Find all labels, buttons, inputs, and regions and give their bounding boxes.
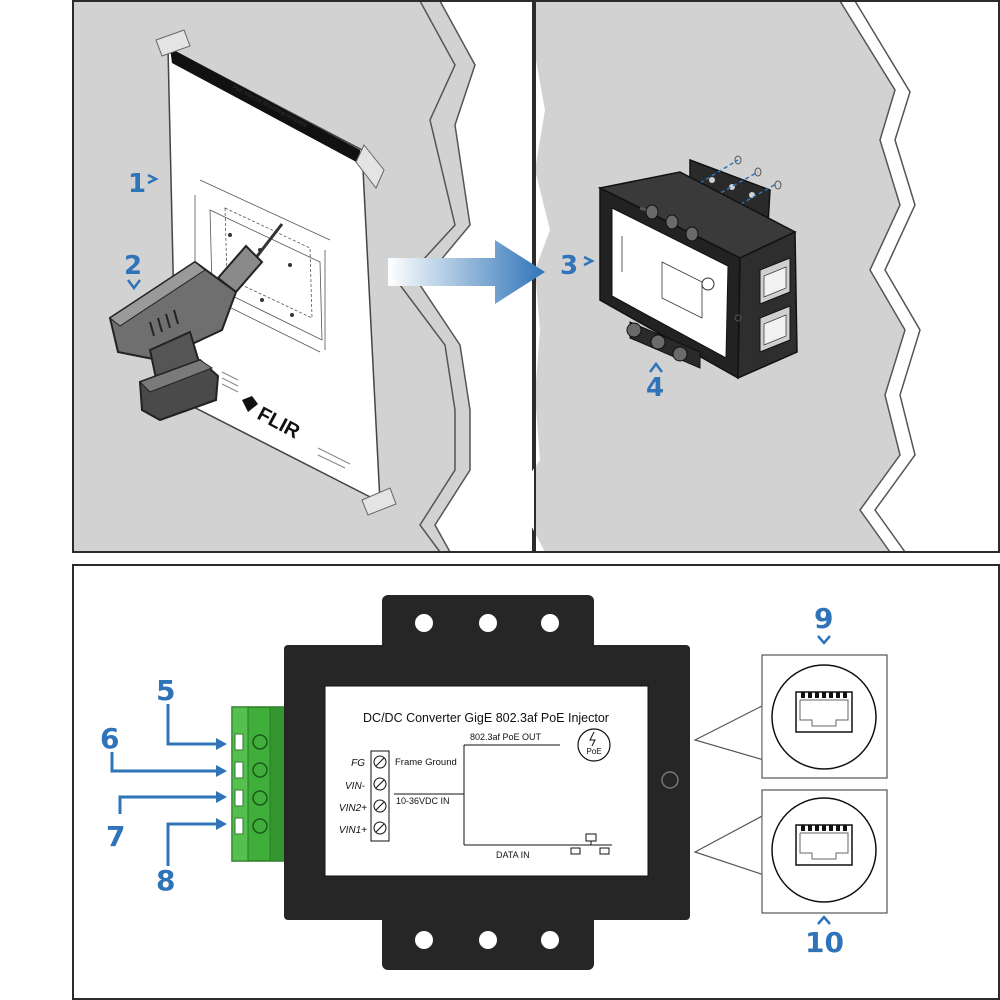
screw-icon (685, 226, 699, 242)
step-10-label: 10 (805, 926, 844, 959)
pin-label-vin-neg: VIN- (345, 781, 366, 792)
poe-out-label: 802.3af PoE OUT (470, 732, 542, 742)
screw-icon (650, 334, 666, 350)
led-indicator (661, 771, 679, 789)
step-9-label: 9 (814, 602, 833, 635)
mounting-template-sheet: PoE Injector Mounting template FLIR (155, 29, 397, 516)
pin-label-fg: FG (351, 758, 365, 769)
step-3-chevron (583, 255, 595, 267)
step-8-label: 8 (156, 864, 175, 897)
pin-label-vin1-pos: VIN1+ (339, 825, 367, 836)
frame-ground-label: Frame Ground (395, 757, 457, 768)
poe-badge-text: PoE (586, 747, 601, 756)
callout-arrowheads (216, 738, 227, 830)
rj45-callout-top (693, 654, 888, 779)
data-in-label: DATA IN (496, 850, 530, 860)
rj45-port-icon (795, 824, 853, 866)
screw-icon (672, 346, 688, 362)
mounting-ear-top (382, 595, 594, 655)
device-title: DC/DC Converter GigE 802.3af PoE Injecto… (363, 711, 609, 725)
step-3-label: 3 (560, 251, 578, 281)
step-2-label: 2 (124, 251, 142, 281)
device-label: DC/DC Converter GigE 802.3af PoE Injecto… (324, 685, 649, 877)
mounting-ear-bottom (382, 910, 594, 970)
poe-injector-3d (597, 155, 798, 380)
step-9-chevron (817, 635, 831, 645)
screw-icon (639, 204, 659, 220)
terminal-block (231, 706, 287, 862)
step-4-chevron (649, 361, 663, 373)
rj45-port-icon (759, 257, 791, 305)
step-1-chevron (147, 173, 159, 185)
poe-logo-icon: PoE (577, 728, 611, 762)
callout-leaders (110, 704, 218, 866)
arrow-right-icon (388, 240, 545, 304)
step-6-label: 6 (100, 722, 119, 755)
step-4-label: 4 (646, 373, 664, 403)
screw-icon (626, 322, 642, 338)
rj45-port-icon (795, 691, 853, 733)
rj45-callout-bottom (693, 789, 888, 914)
screw-icon (665, 214, 679, 230)
step-5-label: 5 (156, 674, 175, 707)
step-2-chevron (127, 279, 141, 291)
rj45-port-icon (759, 305, 791, 353)
network-icon (570, 833, 610, 855)
step-7-label: 7 (106, 820, 125, 853)
pin-label-vin2-pos: VIN2+ (339, 803, 367, 814)
dc-in-label: 10-36VDC IN (396, 796, 450, 806)
step-1-label: 1 (128, 169, 146, 199)
drill-icon (108, 223, 284, 422)
step-10-chevron (817, 915, 831, 925)
